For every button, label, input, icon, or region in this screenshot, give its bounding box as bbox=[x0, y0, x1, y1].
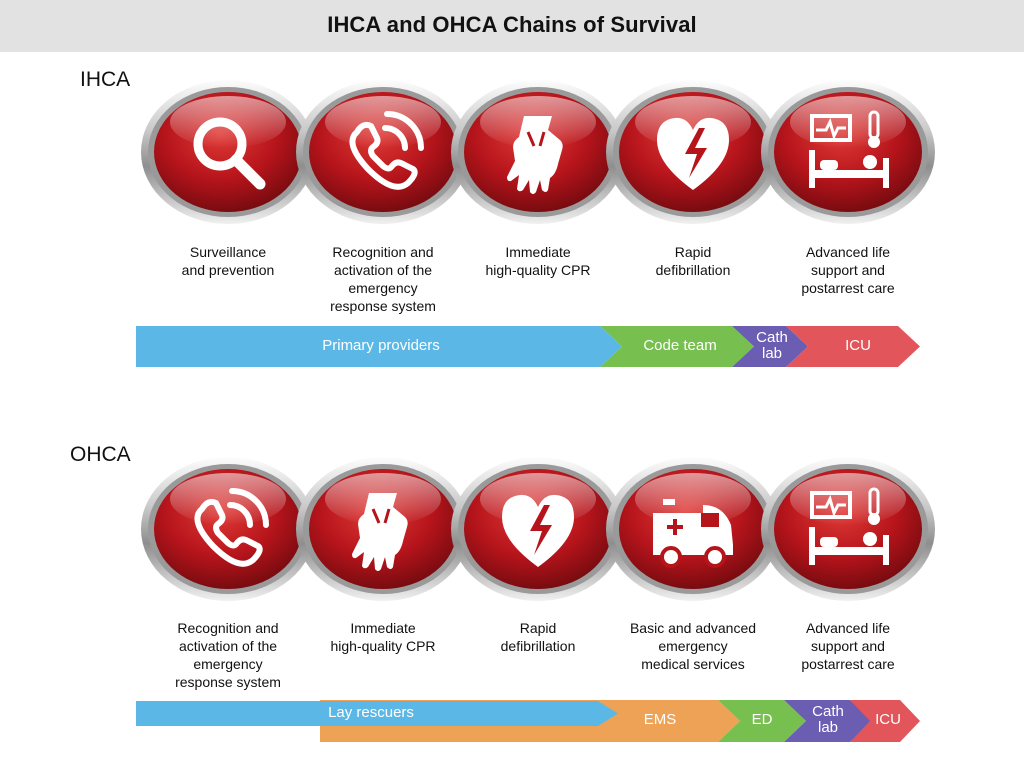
chain-link bbox=[603, 453, 783, 603]
band-segment bbox=[136, 701, 618, 726]
band-label: Lay rescuers bbox=[328, 704, 414, 721]
cpr-hands-icon bbox=[507, 116, 563, 194]
band-label: Code team bbox=[643, 337, 717, 354]
hospital-bed-icon bbox=[809, 487, 889, 565]
band-segment bbox=[718, 700, 806, 742]
page-title: IHCA and OHCA Chains of Survival bbox=[327, 12, 697, 37]
chain-link bbox=[138, 453, 318, 603]
magnifier-icon bbox=[193, 117, 266, 190]
chain-link bbox=[138, 76, 318, 226]
heart-bolt-icon bbox=[502, 494, 574, 567]
band-segment bbox=[732, 326, 808, 367]
cpr-hands-icon bbox=[352, 493, 408, 571]
hospital-bed-icon bbox=[809, 110, 889, 188]
title-bar: IHCA and OHCA Chains of Survival bbox=[0, 0, 1024, 52]
band-segment bbox=[600, 326, 754, 367]
band-segment bbox=[850, 700, 920, 742]
chain-link bbox=[293, 453, 473, 603]
phone-icon bbox=[194, 488, 269, 567]
chain-link bbox=[448, 76, 628, 226]
ohca-label: OHCA bbox=[70, 443, 131, 466]
band-label: ED bbox=[751, 711, 773, 728]
band-label: EMS bbox=[643, 711, 677, 728]
ihca-label: IHCA bbox=[80, 68, 131, 91]
band-segment bbox=[786, 326, 920, 367]
chain-link bbox=[758, 76, 938, 226]
chain-link bbox=[758, 453, 938, 603]
chain-link bbox=[603, 76, 783, 226]
band-label: ICU bbox=[845, 337, 871, 354]
band-segment bbox=[784, 700, 872, 742]
band-segment bbox=[136, 326, 622, 367]
chain-link bbox=[448, 453, 628, 603]
phone-icon bbox=[349, 111, 424, 190]
ambulance-icon bbox=[653, 499, 733, 568]
band-label: Primary providers bbox=[322, 337, 440, 354]
chain-link bbox=[293, 76, 473, 226]
heart-bolt-icon bbox=[657, 117, 729, 190]
band-label: ICU bbox=[875, 711, 901, 728]
